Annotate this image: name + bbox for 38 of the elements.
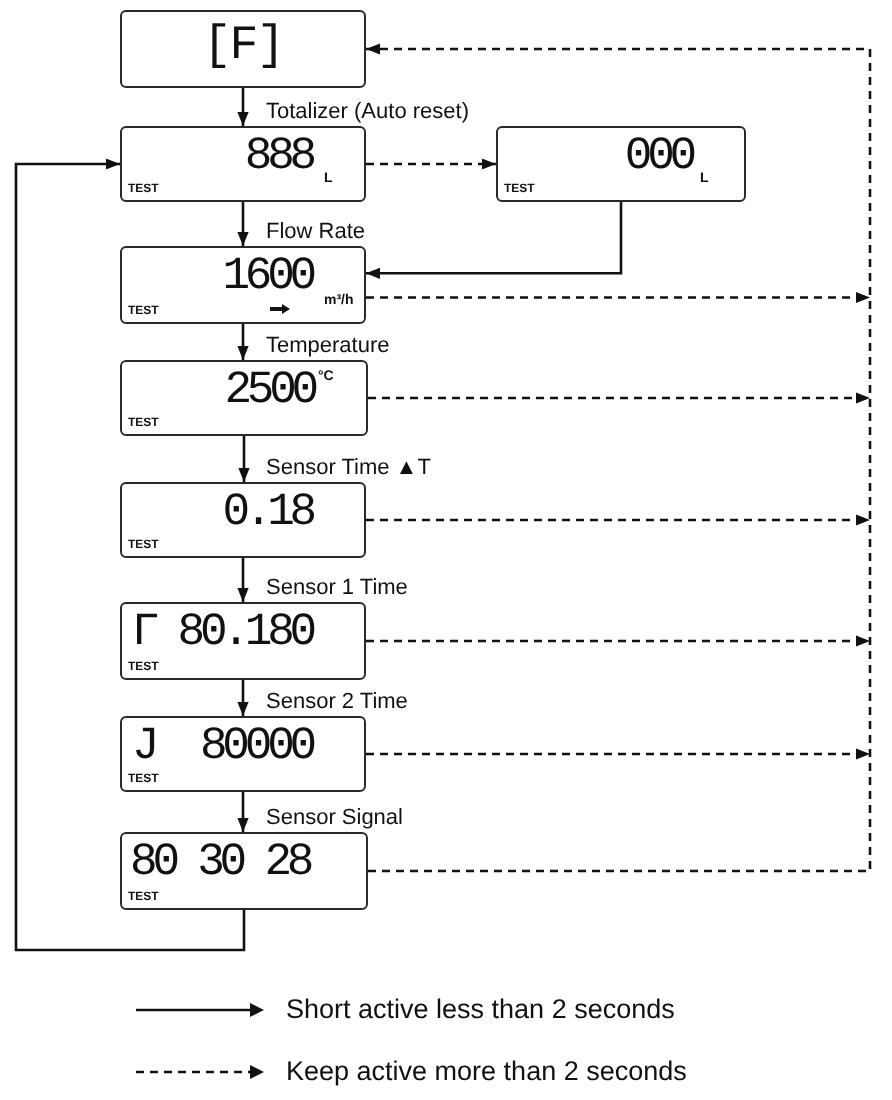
display-heading: Totalizer (Auto reset) (266, 102, 469, 124)
arrow (237, 792, 249, 832)
display-heading: Sensor Time ▲T (266, 458, 431, 480)
dashed-arrow (366, 43, 872, 873)
dashed-arrow (366, 158, 496, 170)
display-heading: Flow Rate (266, 222, 366, 244)
display-heading: Sensor 1 Time (266, 578, 408, 600)
arrow (237, 88, 249, 126)
lcd-digits: 80 30 28 (130, 840, 310, 886)
arrow (237, 558, 249, 602)
lcd-display (496, 126, 746, 202)
arrow (237, 680, 249, 716)
arrow (366, 202, 623, 279)
lcd-digits: 888 (244, 134, 312, 180)
arrow (14, 158, 246, 952)
arrow (237, 324, 249, 360)
lcd-digits: 2500 (224, 368, 314, 414)
lcd-digits: 80.180 (177, 610, 312, 656)
lcd-digits: 000 (624, 134, 692, 180)
dashed-arrow (366, 514, 870, 526)
display-heading: Temperature (266, 336, 390, 358)
legend-text: Short active less than 2 seconds (286, 994, 675, 1026)
legend-text: Keep active more than 2 seconds (286, 1056, 687, 1088)
lcd-symbol: J (132, 724, 160, 770)
lcd-symbol: Γ (132, 610, 160, 656)
arrow (237, 202, 249, 246)
dashed-arrow (368, 392, 870, 404)
lcd-digits: 0.18 (222, 490, 312, 536)
dashed-arrow (366, 748, 870, 760)
display-heading: Sensor 2 Time (266, 692, 408, 714)
display-heading: Sensor Signal (266, 808, 403, 830)
dashed-arrow (366, 635, 870, 647)
arrow (238, 436, 250, 482)
dashed-arrow (366, 291, 870, 304)
lcd-digits: [F] (202, 24, 284, 72)
lcd-digits: 1600 (222, 254, 312, 300)
lcd-digits: 80000 (199, 724, 312, 770)
lcd-display (120, 10, 366, 88)
